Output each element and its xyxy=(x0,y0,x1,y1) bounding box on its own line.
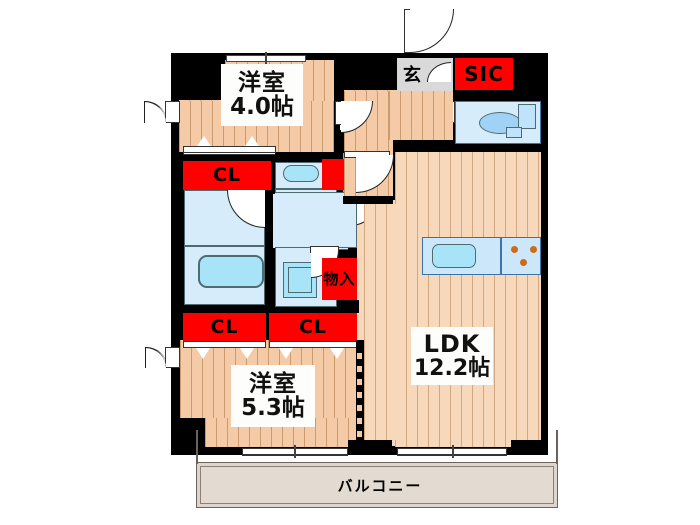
wall-washroom-east-lower xyxy=(348,240,357,258)
window-north-bedroom-mullion-top xyxy=(265,52,267,64)
closet-door-marker-b-top xyxy=(245,136,259,146)
closet-marker-sr-b-top xyxy=(330,348,344,359)
stove-burner-front-icon-redraw xyxy=(520,259,527,266)
wall-east-band xyxy=(540,53,548,455)
room-label-washitsu-north-top: 洋室 4.0帖 xyxy=(221,64,303,126)
stove-burner-right-icon-redraw xyxy=(530,246,537,253)
kitchen-sink-icon-redraw xyxy=(432,244,476,268)
shoe-closet-label-top-text: SIC xyxy=(464,62,504,86)
closet-door-marker-a-top xyxy=(197,136,211,146)
wall-toilet-south xyxy=(453,144,548,152)
shoe-closet-label-top: SIC xyxy=(455,58,513,90)
closet-marker-sl-b-top xyxy=(240,348,254,359)
room-label-washitsu-south-top: 洋室 5.3帖 xyxy=(231,365,315,427)
kitchen-counter-divider-redraw xyxy=(500,237,502,275)
door-opening-south-bedroom-west-top xyxy=(165,347,180,368)
wall-washroom-north xyxy=(275,152,337,162)
closet-marker-sr-a-top xyxy=(279,348,293,359)
wall-hallway-north-stub xyxy=(334,53,344,101)
vanity-counter-line-top xyxy=(275,188,337,190)
room-floor-ldk-redraw3 xyxy=(395,440,511,447)
wall-notch-nw xyxy=(171,53,225,101)
genkan-label-top: 玄 xyxy=(403,65,421,86)
ldk-balcony-door-mullion-top xyxy=(452,445,454,458)
wall-west-band xyxy=(171,53,179,455)
entrance-door-swing-top[interactable] xyxy=(410,9,454,53)
room-name-washitsu-north-top: 洋室 xyxy=(238,69,286,96)
closet-label-north-top-text: CL xyxy=(212,164,242,186)
toilet-tank-icon-top xyxy=(518,104,536,129)
door-opening-north-bedroom-west-top xyxy=(165,101,180,123)
door-swing-north-bedroom-west-top[interactable] xyxy=(144,101,166,123)
hallway-floor-connect xyxy=(389,91,453,140)
balcony-connector-right xyxy=(556,430,558,464)
closet-label-south-right-top-text: CL xyxy=(298,316,328,338)
toilet-seat-icon-top xyxy=(506,127,522,138)
closet-label-north-top: CL xyxy=(183,161,271,190)
bathroom-floor-divider-top xyxy=(184,245,265,247)
closet-label-south-right-top: CL xyxy=(269,313,357,342)
room-floor-ldk-redraw2 xyxy=(364,204,396,440)
door-swing-south-bedroom-west-top[interactable] xyxy=(145,347,166,368)
closet-doors-south-right-top[interactable] xyxy=(269,341,357,348)
wall-south-bedroom-southwest-top xyxy=(171,418,205,455)
wall-north-top-band xyxy=(171,53,548,60)
wall-ldk-southeast-corner-top xyxy=(511,440,548,455)
wall-north-bedroom-south xyxy=(171,152,334,162)
room-size-washitsu-south-top: 5.3帖 xyxy=(241,395,305,421)
south-bedroom-door-mullion-top xyxy=(294,445,296,458)
wall-hall-ldk-divider-top xyxy=(343,196,393,204)
washing-machine-inner-top xyxy=(288,267,312,293)
room-label-ldk-top: LDK 12.2帖 xyxy=(411,327,493,385)
room-size-ldk-top: 12.2帖 xyxy=(413,356,491,382)
wall-genkan-west xyxy=(389,53,398,93)
partition-track-marks-top xyxy=(357,346,362,438)
closet-marker-sl-a-top xyxy=(196,348,210,359)
room-size-washitsu-north-top: 4.0帖 xyxy=(230,94,294,120)
balcony-connector-left xyxy=(196,430,198,464)
storage-label-top: 物入 xyxy=(322,258,357,300)
closet-doors-south-left-top[interactable] xyxy=(183,341,266,348)
closet-label-south-left-top-text: CL xyxy=(210,316,239,338)
room-floor-ldk-redraw xyxy=(395,152,541,440)
storage-label-top-text: 物入 xyxy=(323,269,356,288)
wall-hallway-left-upper xyxy=(334,101,344,153)
room-name-washitsu-south-top: 洋室 xyxy=(249,370,297,397)
balcony-label: バルコニー xyxy=(337,476,423,495)
wall-bathroom-east xyxy=(265,158,275,313)
closet-label-south-left-top: CL xyxy=(183,313,266,342)
washroom-alcove-join-top xyxy=(276,194,304,246)
stove-burner-left-icon-redraw xyxy=(511,246,518,253)
vanity-sink-icon-top xyxy=(283,165,319,182)
balcony-inner xyxy=(200,466,554,504)
wall-partition-base-top xyxy=(348,440,392,455)
closet-doors-north-bedroom-top[interactable] xyxy=(183,146,276,153)
bathtub-icon-top xyxy=(198,255,264,288)
room-name-ldk-top: LDK xyxy=(423,329,481,358)
